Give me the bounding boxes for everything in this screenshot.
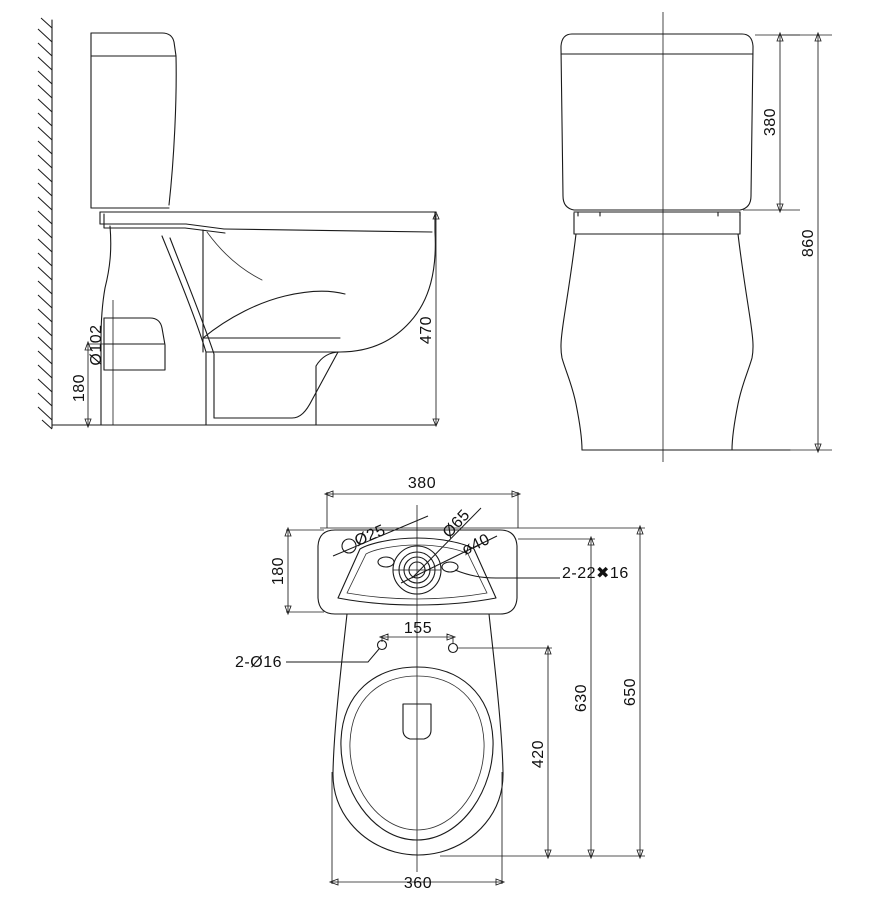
callout-fixing-holes: 2-Ø16 (235, 648, 380, 671)
dimension-180-side-label: 180 (71, 374, 88, 402)
plan-bowl-outline (332, 613, 504, 856)
callout-diameter-102-label: Ø102 (88, 324, 105, 365)
plan-view: Ø25 Ø65 ø40 2-22✖16 (235, 475, 645, 892)
dimension-180-side: 180 (62, 340, 112, 429)
dimension-380-height-label: 380 (762, 108, 779, 136)
dimension-630-label: 630 (573, 684, 590, 712)
dimension-180-depth-label: 180 (270, 557, 287, 585)
dimension-420-label: 420 (530, 740, 547, 768)
plan-slot-right (441, 561, 459, 573)
side-seat-plate (99, 211, 436, 234)
dimension-380-width: 380 (323, 475, 522, 528)
callout-diameter-25-label: Ø25 (352, 522, 388, 550)
plan-flush-holes (392, 545, 442, 595)
dimension-650: 650 (320, 524, 645, 860)
dimension-650-label: 650 (622, 678, 639, 706)
plan-water-spot (402, 703, 432, 740)
dimension-420: 420 (458, 644, 552, 860)
dimension-470-label: 470 (418, 316, 435, 344)
dimension-155: 155 (378, 620, 457, 644)
front-elevation-view: 380 860 (560, 12, 832, 462)
callout-diameter-25: Ø25 (332, 515, 429, 557)
callout-diameter-65-label: Ø65 (440, 507, 474, 542)
dimension-360-label: 360 (404, 875, 432, 892)
plan-seat-rim (340, 666, 494, 841)
callout-slots-22x16: 2-22✖16 (454, 565, 629, 582)
dimension-380-width-label: 380 (408, 475, 436, 492)
wall-hatching (37, 17, 53, 430)
callout-diameter-102: Ø102 (88, 324, 105, 365)
dimension-860: 860 (734, 31, 832, 454)
front-seat-plate (573, 211, 741, 235)
side-cistern (90, 32, 177, 209)
dimension-470: 470 (418, 210, 440, 428)
side-elevation-view: 470 180 Ø102 (37, 17, 440, 430)
plan-cistern-outline (317, 529, 518, 615)
side-bowl-outline (100, 225, 436, 426)
callout-fixing-holes-label: 2-Ø16 (235, 654, 282, 671)
front-pedestal (560, 233, 754, 451)
dimension-630: 630 (440, 535, 645, 860)
plan-fixing-hole-right (447, 642, 459, 654)
dimension-180-depth: 180 (270, 526, 324, 616)
callout-slots-22x16-label: 2-22✖16 (562, 565, 629, 582)
dimension-360: 360 (328, 772, 506, 892)
dimension-860-label: 860 (800, 229, 817, 257)
plan-cistern-lid (337, 537, 497, 606)
plan-slot-left (377, 556, 395, 568)
front-cistern (560, 33, 754, 211)
dimension-155-label: 155 (404, 620, 432, 637)
